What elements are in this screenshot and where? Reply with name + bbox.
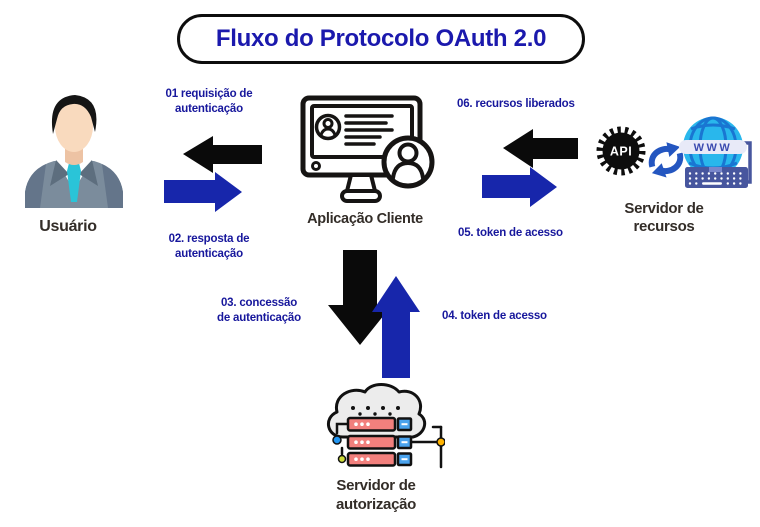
- server-racks: [346, 416, 413, 467]
- suit-right-arm: [102, 164, 123, 208]
- diagram-title-box: Fluxo do Protocolo OAuth 2.0: [177, 14, 585, 64]
- monitor-power-dot: [311, 161, 321, 171]
- profile-avatar-body: [319, 127, 337, 137]
- right-connector-line: [409, 425, 443, 469]
- flow-label-05: 05. token de acesso: [458, 227, 563, 239]
- diagram-title: Fluxo do Protocolo OAuth 2.0: [215, 25, 547, 52]
- left-connector-line: [335, 422, 350, 456]
- server-rack-row: [346, 451, 413, 467]
- flow-label-01: 01 requisição de autenticação: [165, 88, 253, 115]
- sync-arrow-bottom-head: [651, 163, 667, 178]
- auth-server-icon: [327, 383, 445, 469]
- www-server-icon: WWW: [679, 116, 752, 188]
- orange-node-dot: [436, 437, 445, 447]
- arrow-01-auth-request-left: [183, 136, 262, 173]
- monitor-base: [340, 189, 382, 203]
- client-app-node-label: Aplicação Cliente: [307, 211, 423, 227]
- flow-label-06: 06. recursos liberados: [457, 98, 575, 110]
- server-rack-row: [346, 416, 413, 432]
- www-band: [679, 140, 747, 154]
- arrow-06-resources-released-left: [503, 129, 578, 168]
- api-gear-icon: API: [596, 126, 646, 176]
- suit-left-arm: [25, 164, 46, 208]
- right-lapel: [79, 160, 98, 186]
- sync-arrows-icon: [648, 142, 684, 178]
- gear-core: [602, 132, 640, 170]
- arrow-02-auth-response-right: [164, 172, 242, 212]
- gear-teeth: [596, 126, 646, 176]
- resource-server-node-label: Servidor de recursos: [624, 200, 704, 235]
- blue-node-dot: [332, 435, 342, 445]
- arrow-04-access-token-up: [372, 276, 420, 378]
- client-app-icon: [300, 95, 435, 203]
- user-badge-body: [391, 161, 425, 180]
- face: [55, 100, 93, 152]
- flow-label-02: 02. resposta de autenticação: [168, 233, 250, 260]
- sync-arrow-top-head: [666, 142, 681, 158]
- flow-label-03: 03. concessão de autenticação: [217, 297, 301, 324]
- user-node-label: Usuário: [39, 218, 97, 235]
- green-node-dot: [337, 454, 347, 464]
- cloud-dots: [351, 406, 400, 416]
- flow-label-04: 04. token de acesso: [442, 310, 547, 322]
- left-lapel: [50, 160, 69, 186]
- arrow-03-auth-grant-down: [328, 250, 392, 345]
- keyboard-notch: [709, 167, 722, 172]
- tie: [67, 163, 81, 202]
- arrow-05-access-token-right: [482, 167, 557, 207]
- server-rack-row: [346, 434, 413, 450]
- screen-text-lines: [344, 114, 394, 146]
- user-avatar-icon: [25, 95, 123, 208]
- keyboard-keys: [688, 172, 742, 185]
- www-text: WWW: [694, 142, 733, 154]
- keyboard-icon: [685, 167, 748, 188]
- hair: [51, 95, 97, 134]
- auth-server-node-label: Servidor de autorização: [335, 477, 417, 513]
- api-badge-text: API: [610, 145, 632, 159]
